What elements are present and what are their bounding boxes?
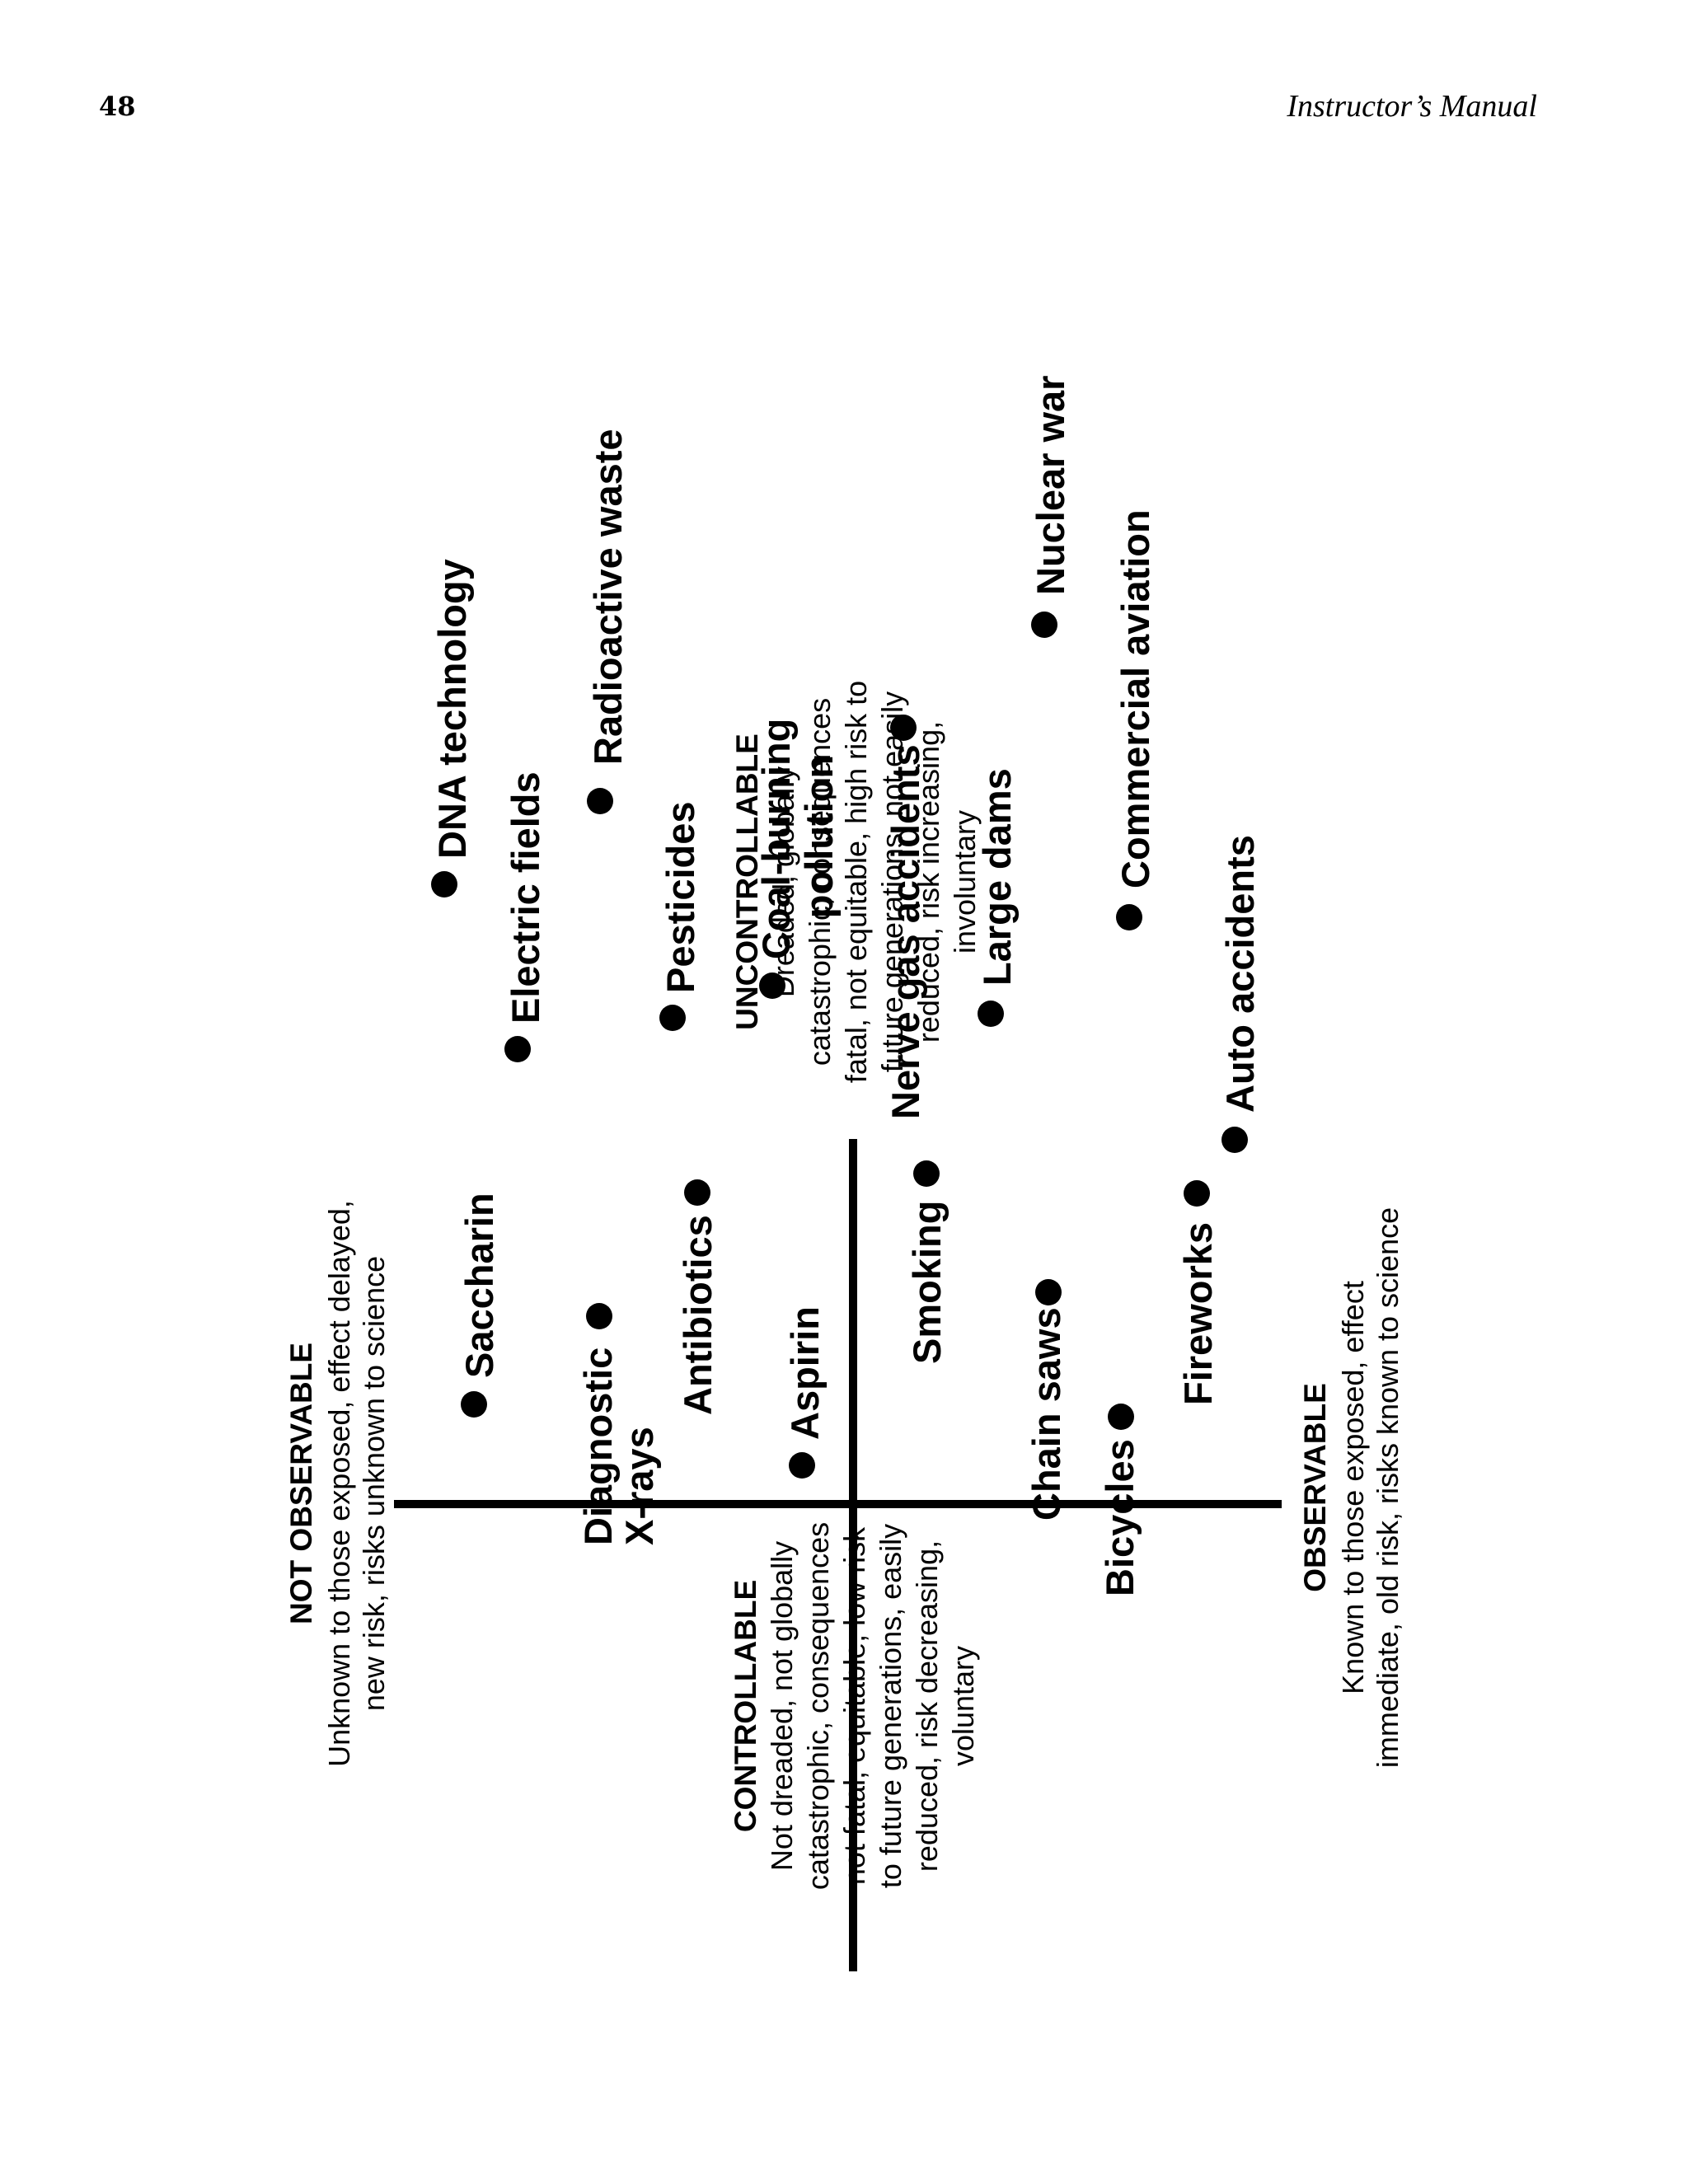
pole-uncontrollable-line-3: fatal, not equitable, high risk to xyxy=(839,681,873,1083)
pole-uncontrollable-line-6: involuntary xyxy=(948,810,982,954)
item-marker xyxy=(504,1036,531,1062)
item-label: Aspirin xyxy=(783,1306,827,1440)
item-label: Commercial aviation xyxy=(1114,509,1157,888)
item-marker xyxy=(587,788,613,814)
item-label: Pesticides xyxy=(659,801,702,993)
item-commercial-aviation: Commercial aviation xyxy=(1114,509,1157,930)
pole-observable-line-2: immediate, old risk, risks known to scie… xyxy=(1371,1207,1404,1768)
item-nuclear-war: Nuclear war xyxy=(1029,376,1072,638)
pole-not-observable-line-2: new risk, risks unknown to science xyxy=(357,1256,391,1711)
item-marker xyxy=(586,1303,612,1329)
item-marker xyxy=(1221,1127,1248,1153)
pole-controllable-line-2: catastrophic, consequences xyxy=(801,1522,835,1890)
item-label: Radioactive waste xyxy=(586,429,630,765)
item-chain-saws: Chain saws xyxy=(1025,1279,1068,1521)
item-marker xyxy=(659,1005,686,1031)
item-radioactive-waste: Radioactive waste xyxy=(586,429,630,814)
running-head: Instructor’s Manual xyxy=(1287,89,1537,124)
pole-observable-line-1: Known to those exposed, effect xyxy=(1336,1281,1370,1694)
pole-controllable-line-4: to future generations, easily xyxy=(874,1524,907,1888)
item-saccharin: Saccharin xyxy=(457,1193,501,1418)
item-label-line-2: pollution xyxy=(797,755,841,918)
item-label: Coal-burning xyxy=(754,719,798,959)
item-electric-fields: Electric fields xyxy=(504,771,547,1062)
pole-uncontrollable: UNCONTROLLABLE Dreaded, globally catastr… xyxy=(730,681,982,1083)
item-nerve-gas-accidents: Nerve gas accidents xyxy=(884,715,927,1119)
item-coal-burning-pollution: Coal-burning pollution xyxy=(754,719,841,999)
pole-uncontrollable-line-1: Dreaded, globally xyxy=(767,766,800,997)
item-bicycles: Bicycles xyxy=(1098,1404,1142,1596)
item-marker xyxy=(890,715,917,741)
item-label: Electric fields xyxy=(504,771,547,1024)
item-marker xyxy=(978,1001,1004,1027)
pole-uncontrollable-title: UNCONTROLLABLE xyxy=(730,733,764,1030)
item-label: Diagnostic xyxy=(576,1347,620,1545)
item-label: Chain saws xyxy=(1025,1307,1068,1521)
item-label: Nuclear war xyxy=(1029,376,1072,595)
item-label: Smoking xyxy=(905,1201,949,1364)
pole-observable-title: OBSERVABLE xyxy=(1298,1383,1332,1592)
item-pesticides: Pesticides xyxy=(659,801,702,1031)
item-label: Antibiotics xyxy=(676,1215,720,1415)
item-label-line-2: X-rays xyxy=(617,1427,661,1545)
item-marker xyxy=(1031,612,1057,638)
item-label: Saccharin xyxy=(457,1193,501,1378)
pole-controllable-line-1: Not dreaded, not globally xyxy=(765,1541,799,1871)
pole-controllable-line-5: reduced, risk decreasing, xyxy=(910,1540,944,1872)
item-auto-accidents: Auto accidents xyxy=(1218,835,1262,1153)
item-label: Nerve gas accidents xyxy=(884,744,927,1119)
pole-controllable: CONTROLLABLE Not dreaded, not globally c… xyxy=(729,1522,980,1890)
item-label: Auto accidents xyxy=(1218,835,1262,1113)
page-number: 48 xyxy=(99,91,136,122)
pole-not-observable: NOT OBSERVABLE Unknown to those exposed,… xyxy=(284,1200,391,1767)
pole-uncontrollable-line-2: catastrophic, consequences xyxy=(803,698,837,1066)
pole-not-observable-line-1: Unknown to those exposed, effect delayed… xyxy=(322,1200,356,1767)
item-label: Large dams xyxy=(975,768,1019,986)
item-diagnostic-x-rays: Diagnostic X-rays xyxy=(576,1303,661,1545)
item-marker xyxy=(1184,1180,1210,1207)
item-marker xyxy=(789,1452,815,1479)
pole-uncontrollable-line-4: future generations, not easily xyxy=(875,691,909,1072)
pole-controllable-line-3: not fatal, equitable, low risk xyxy=(837,1526,871,1885)
item-marker xyxy=(461,1391,487,1418)
item-marker xyxy=(1116,904,1142,930)
pole-uncontrollable-line-5: reduced, risk increasing, xyxy=(912,721,945,1043)
item-label: Fireworks xyxy=(1176,1222,1220,1405)
item-label: Bicycles xyxy=(1098,1439,1142,1596)
item-antibiotics: Antibiotics xyxy=(676,1179,720,1415)
item-marker xyxy=(684,1179,710,1206)
item-dna-technology: DNA technology xyxy=(430,559,474,898)
pole-not-observable-title: NOT OBSERVABLE xyxy=(284,1343,318,1624)
item-marker xyxy=(759,972,785,999)
item-large-dams: Large dams xyxy=(975,768,1019,1027)
item-marker xyxy=(913,1160,940,1187)
item-label: DNA technology xyxy=(430,559,474,859)
item-smoking: Smoking xyxy=(905,1160,949,1364)
item-aspirin: Aspirin xyxy=(783,1306,827,1479)
item-marker xyxy=(431,871,457,898)
pole-observable: OBSERVABLE Known to those exposed, effec… xyxy=(1298,1207,1404,1768)
item-fireworks: Fireworks xyxy=(1176,1180,1220,1405)
item-marker xyxy=(1108,1404,1134,1430)
item-marker xyxy=(1035,1279,1062,1305)
pole-controllable-title: CONTROLLABLE xyxy=(729,1580,762,1832)
pole-controllable-line-6: voluntary xyxy=(946,1646,980,1766)
